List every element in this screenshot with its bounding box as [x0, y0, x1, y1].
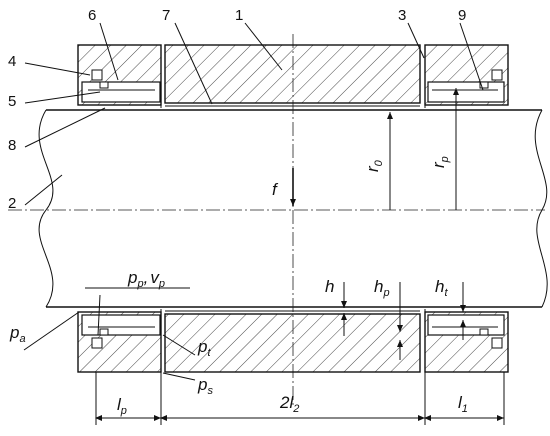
- leader-lines: [23, 22, 484, 381]
- h-label: h: [325, 277, 334, 296]
- label-4: 4: [8, 53, 16, 70]
- top-housing: [77, 44, 509, 108]
- force-label: f: [272, 180, 279, 199]
- ht-label: ht: [435, 277, 448, 299]
- label-3: 3: [398, 7, 406, 24]
- r0-label: r0: [363, 159, 385, 172]
- label-6: 6: [88, 7, 96, 24]
- label-9: 9: [458, 7, 466, 24]
- lp-label: lp: [117, 395, 127, 417]
- label-2: 2: [8, 195, 16, 212]
- pt-label: pt: [197, 337, 211, 359]
- label-1: 1: [235, 7, 243, 24]
- l1-label: l1: [458, 393, 468, 415]
- ps-label: ps: [197, 375, 213, 397]
- pp-vp-label: pp,vp: [127, 268, 165, 290]
- dimension-lines: [95, 88, 505, 425]
- two-l2-label: 2l2: [279, 393, 299, 415]
- symbol-labels: f r0 rp h hp ht pp,vp pa pt ps lp 2l2: [9, 156, 468, 417]
- label-8: 8: [8, 137, 16, 154]
- rp-label: rp: [429, 156, 451, 168]
- hp-label: hp: [374, 277, 390, 299]
- label-7: 7: [162, 7, 170, 24]
- bottom-housing: [77, 309, 509, 373]
- pa-label: pa: [9, 323, 26, 345]
- label-5: 5: [8, 93, 16, 110]
- shaft: [38, 109, 548, 308]
- part-number-labels: 4 5 8 2 6 7 1 3 9: [8, 7, 466, 212]
